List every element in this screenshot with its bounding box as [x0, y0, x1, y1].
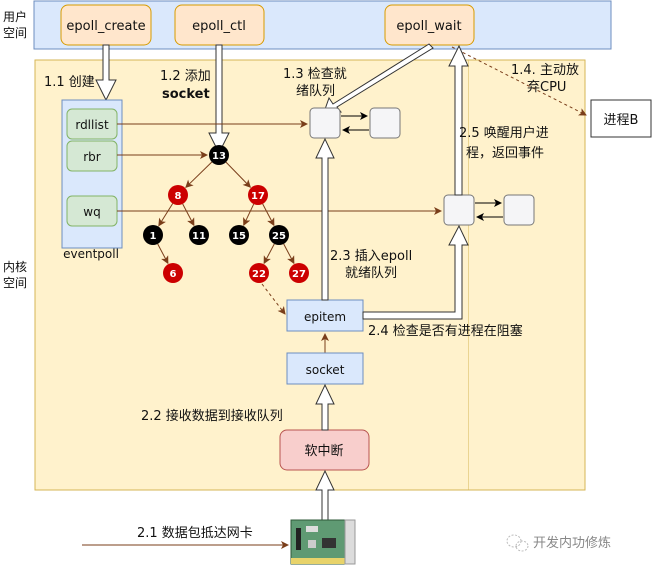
rbtree-edge-25-27: [283, 243, 295, 265]
step-1-2-label-line2: socket: [162, 87, 210, 102]
rbtree-node-key: 11: [192, 231, 206, 242]
rbtree-edge-13-17: [225, 161, 252, 188]
step-2-5-label-line1: 2.5 唤醒用户进: [459, 125, 549, 141]
rbtree-node-1: 1: [143, 225, 163, 245]
epitem-box[interactable]: epitem: [286, 299, 364, 332]
socket-label: socket: [306, 363, 345, 377]
step-2-5-label-line2: 程，返回事件: [466, 146, 544, 161]
eventpoll-struct[interactable]: rdllist rbr wq: [61, 99, 123, 249]
rbtree-node-22: 22: [249, 263, 269, 283]
rbtree-node-key: 25: [272, 231, 286, 242]
epoll-wait-box[interactable]: epoll_wait: [384, 4, 475, 46]
wait-queue-node-1: [443, 194, 475, 226]
step-2-4-label: 2.4 检查是否有进程在阻塞: [368, 323, 523, 339]
epitem-label: epitem: [304, 310, 346, 324]
process-b-label: 进程B: [604, 113, 639, 128]
step-1-4-label-line1: 1.4. 主动放: [511, 63, 579, 78]
rbtree-node-key: 17: [251, 191, 265, 202]
wechat-icon: [506, 534, 529, 552]
arrow-ctl-to-rbtree: [208, 44, 230, 155]
rbtree-node-key: 8: [175, 191, 182, 202]
softirq-label: 软中断: [304, 444, 343, 459]
network-card-image: [290, 519, 356, 565]
epoll-wait-label: epoll_wait: [396, 19, 461, 34]
step-1-1-label: 1.1 创建: [44, 75, 95, 90]
kernel-space-label-line1: 内核: [3, 260, 27, 274]
arrow-epitem-to-waitqueue: [362, 224, 469, 320]
rbtree-node-17: 17: [248, 185, 268, 205]
arrow-epitem-to-readylist: [315, 137, 335, 301]
rbr-label: rbr: [83, 150, 101, 164]
rbtree-edges: [157, 161, 295, 265]
rbtree-node-key: 15: [232, 231, 246, 242]
step-2-3-label-line1: 2.3 插入epoll: [330, 249, 412, 264]
eventpoll-title: eventpoll: [63, 247, 119, 261]
rbtree-node-key: 27: [292, 269, 306, 280]
rbtree-edge-8-11: [182, 203, 195, 227]
rbtree-node-circle: [289, 263, 309, 283]
rbtree-node-11: 11: [189, 225, 209, 245]
rbtree-node-15: 15: [229, 225, 249, 245]
rbtree-node-key: 13: [212, 151, 226, 162]
rbtree-node-circle: [143, 225, 163, 245]
epoll-create-label: epoll_create: [66, 19, 145, 34]
user-space-label-line2: 空间: [3, 26, 27, 40]
rbtree-node-circle: [269, 225, 289, 245]
rbtree-node-circle: [168, 185, 188, 205]
arrow-nic-to-softirq: [315, 469, 335, 521]
arrow-softirq-to-socket: [315, 383, 335, 431]
step-2-3-label-line2: 就绪队列: [345, 266, 397, 281]
rbtree-node-key: 22: [252, 269, 266, 280]
rbtree-node-circle: [209, 145, 229, 165]
rbtree-edge-13-8: [185, 161, 213, 189]
rbtree-node-circle: [163, 263, 183, 283]
step-1-4-label-line2: 弃CPU: [527, 80, 566, 95]
rbtree-node-key: 6: [170, 269, 177, 280]
step-1-3-label-line1: 1.3 检查就: [283, 67, 347, 82]
process-b-box[interactable]: 进程B: [590, 99, 652, 138]
rbtree-node-key: 1: [150, 231, 157, 242]
arrow-node22-to-epitem: [261, 283, 286, 315]
step-1-3-label-line2: 绪队列: [296, 84, 335, 99]
ready-list-node-1: [309, 107, 341, 139]
epoll-ctl-label: epoll_ctl: [192, 19, 246, 34]
rbtree-edge-17-25: [262, 203, 275, 227]
epoll-ctl-box[interactable]: epoll_ctl: [174, 4, 265, 46]
socket-box[interactable]: socket: [286, 352, 364, 385]
rbtree-node-6: 6: [163, 263, 183, 283]
watermark: 开发内功修炼: [506, 534, 611, 552]
step-1-2-label-line1: 1.2 添加: [160, 69, 211, 84]
rbtree-node-13: 13: [209, 145, 229, 165]
wait-queue-node-2: [503, 194, 535, 226]
watermark-text: 开发内功修炼: [533, 535, 611, 551]
rbtree-edge-17-15: [243, 203, 255, 226]
kernel-space-label-line2: 空间: [3, 276, 27, 290]
user-space-label-line1: 用户: [3, 9, 27, 24]
rbtree-node-circle: [248, 185, 268, 205]
rbtree-node-circle: [189, 225, 209, 245]
wq-label: wq: [83, 205, 100, 219]
rbtree-edge-25-22: [263, 243, 275, 265]
rdllist-label: rdllist: [75, 118, 109, 132]
rbtree-node-27: 27: [289, 263, 309, 283]
rbtree-node-circle: [229, 225, 249, 245]
rbtree-node-8: 8: [168, 185, 188, 205]
rbtree-node-circle: [249, 263, 269, 283]
epoll-create-box[interactable]: epoll_create: [60, 4, 152, 46]
rbtree-node-25: 25: [269, 225, 289, 245]
arrow-waitqueue-to-epoll-wait: [448, 44, 469, 196]
step-2-1-label: 2.1 数据包抵达网卡: [137, 526, 253, 541]
step-2-2-label: 2.2 接收数据到接收队列: [141, 408, 283, 424]
eventpoll-field-rbr[interactable]: [66, 140, 118, 172]
arrow-wait-to-process-b: [451, 46, 587, 116]
kernel-space-region-right: [469, 60, 585, 490]
ready-list-node-2: [369, 107, 401, 139]
rbtree-edge-1-6: [157, 243, 169, 265]
softirq-box[interactable]: 软中断: [279, 429, 370, 471]
arrow-create-to-eventpoll: [95, 44, 117, 102]
rbtree-edge-8-1: [158, 203, 174, 227]
